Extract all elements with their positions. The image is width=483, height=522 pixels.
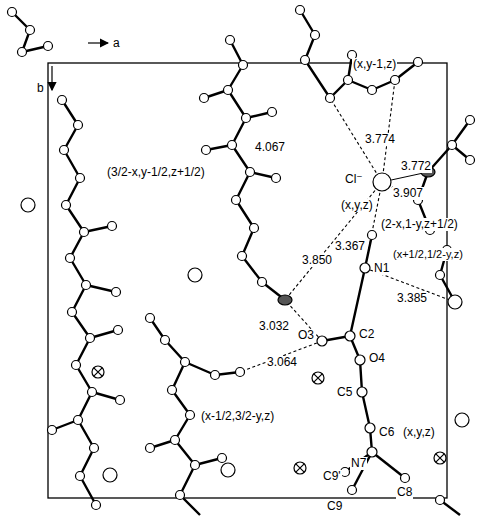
axis-label: b [36, 82, 45, 95]
chloride-ions [21, 173, 469, 482]
atom-label: N7 [350, 457, 367, 470]
distance-label: 4.067 [254, 141, 286, 154]
distance-label: 3.774 [364, 133, 396, 146]
distance-label: 3.850 [301, 254, 333, 267]
symmetry-code: (x-1/2,3/2-y,z) [200, 410, 275, 423]
atoms [8, 6, 475, 510]
atom-label: C5 [336, 386, 353, 399]
distance-label: 3.772 [400, 160, 432, 173]
distance-label: 3.367 [334, 240, 366, 253]
axis-label: a [112, 37, 121, 50]
atom-label: C9' [322, 470, 342, 483]
distance-label: 3.385 [396, 292, 428, 305]
bonds [12, 10, 470, 515]
distance-label: 3.064 [266, 356, 298, 369]
atom-label: C8 [396, 486, 413, 499]
atom-label: C9 [326, 500, 343, 513]
oxygen-atoms [278, 167, 435, 305]
atom-label: C2 [358, 328, 375, 341]
unit-cell [48, 63, 447, 498]
symmetry-code: (3/2-x,y-1/2,z+1/2) [106, 166, 206, 179]
axis-arrow [51, 66, 52, 90]
distance-label: 3.907 [392, 187, 424, 200]
atom-label: N1 [373, 262, 390, 275]
atom-label: O3 [297, 329, 315, 342]
atom-label: O4 [368, 352, 386, 365]
symmetry-code: (x+1/2,1/2-y,z) [392, 248, 464, 261]
atom-label: C6 [378, 426, 395, 439]
water-molecules [92, 366, 446, 474]
symmetry-code: (x,y,z) [340, 199, 374, 212]
symmetry-code: (x,y,z) [402, 426, 436, 439]
symmetry-code: (x,y-1,z) [352, 58, 397, 71]
distance-label: 3.032 [258, 320, 290, 333]
axis-arrow [88, 42, 108, 43]
atom-label: Cl⁻ [344, 173, 364, 186]
symmetry-code: (2-x,1-y,z+1/2) [380, 218, 459, 231]
